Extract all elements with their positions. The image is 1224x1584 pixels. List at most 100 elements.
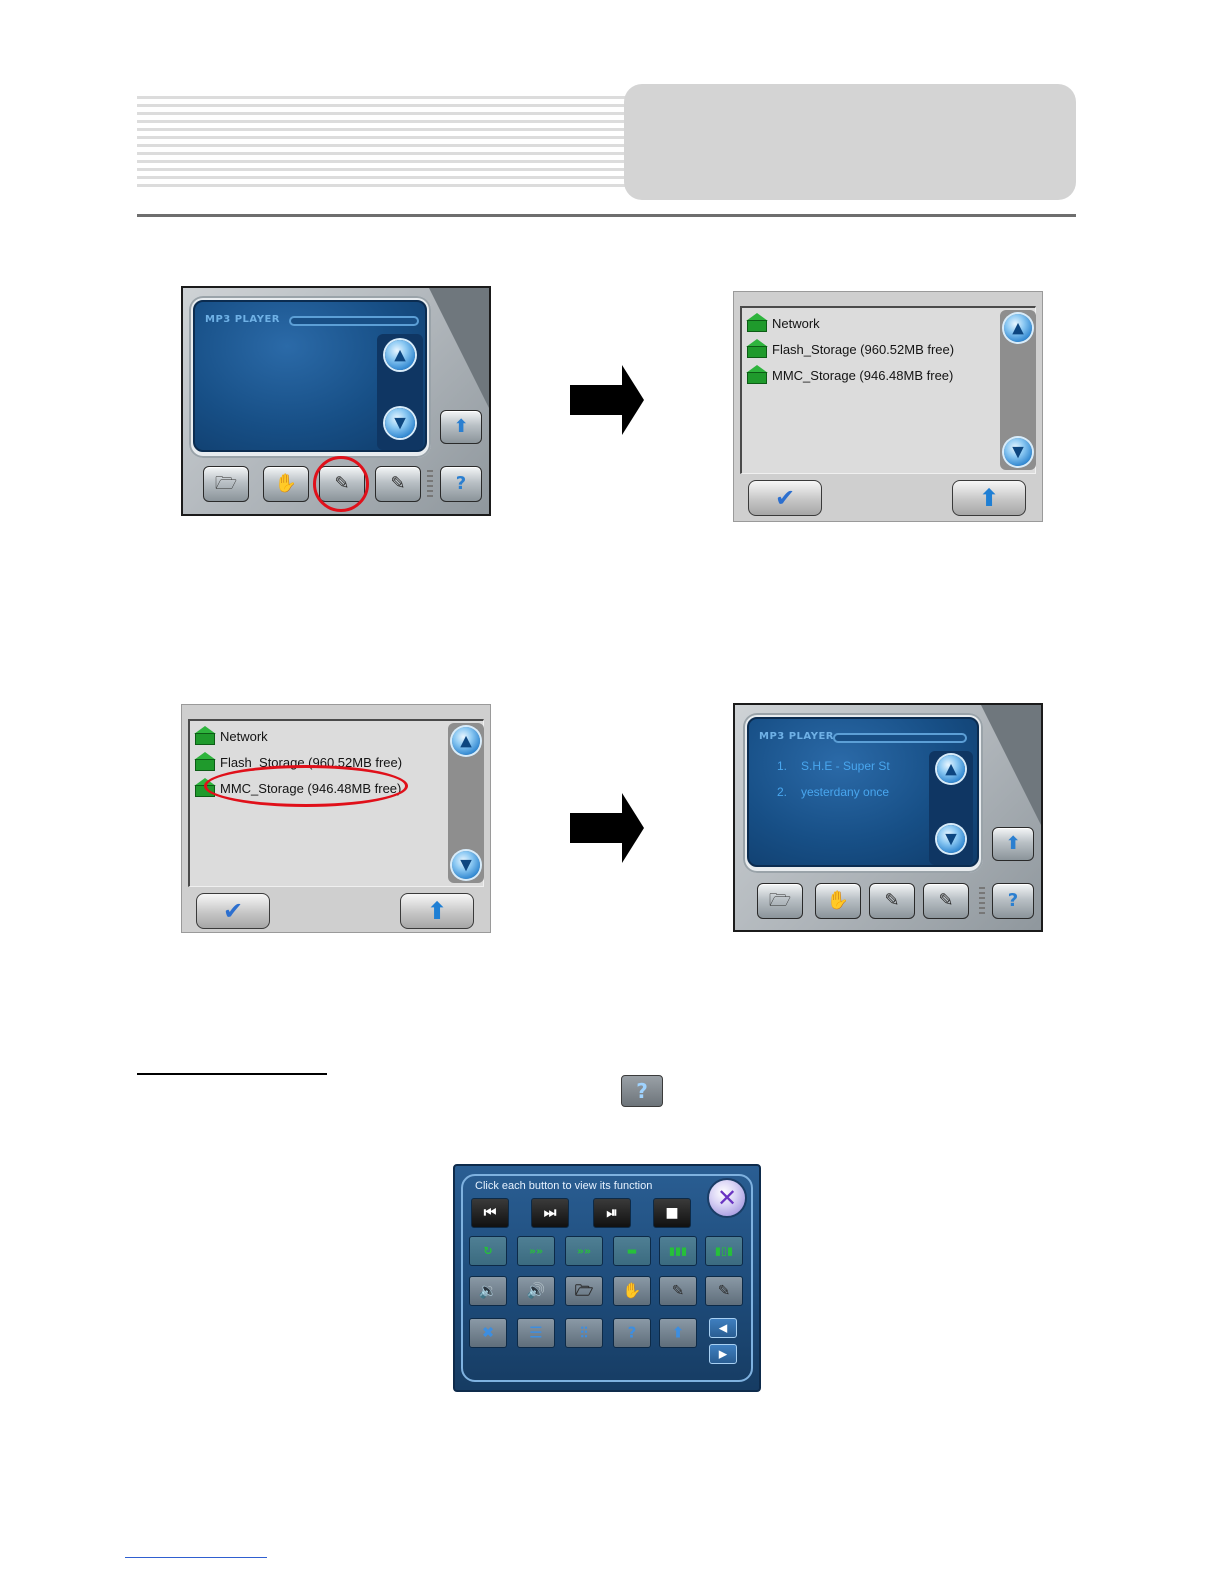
help-button[interactable]: ? bbox=[613, 1318, 651, 1348]
storage-folder-icon bbox=[194, 752, 216, 772]
notes-button-2[interactable]: ✎ bbox=[375, 466, 421, 502]
fast-rewind-button[interactable]: »» bbox=[517, 1236, 555, 1266]
chevron-right-icon: ▶ bbox=[718, 1347, 728, 1361]
help-icon: ? bbox=[455, 473, 467, 494]
list-item[interactable]: Flash_Storage (960.52MB free) bbox=[746, 338, 954, 360]
fast-forward-icon: »» bbox=[576, 1244, 592, 1258]
notes-icon: ✎ bbox=[390, 473, 406, 494]
checkmark-icon: ✔ bbox=[774, 484, 796, 512]
display-mode-icon: ▮▯▮ bbox=[714, 1244, 734, 1258]
up-level-icon: ⬆ bbox=[453, 416, 469, 437]
ok-button[interactable]: ✔ bbox=[748, 480, 822, 516]
hand-button[interactable]: ✋ bbox=[263, 466, 309, 502]
stop-button[interactable]: ■ bbox=[653, 1198, 691, 1228]
header-stripes bbox=[137, 96, 629, 188]
song-title[interactable]: S.H.E - Super St bbox=[801, 759, 890, 773]
scroll-up-button[interactable]: ▲ bbox=[937, 755, 965, 783]
up-level-icon: ⬆ bbox=[426, 897, 448, 925]
up-level-button[interactable]: ⬆ bbox=[952, 480, 1026, 516]
page-next-button[interactable]: ▶ bbox=[709, 1344, 737, 1364]
song-number: 1. bbox=[777, 759, 788, 773]
open-folder-button[interactable]: 🗁 bbox=[203, 466, 249, 502]
ok-button[interactable]: ✔ bbox=[196, 893, 270, 929]
open-folder-icon: 🗁 bbox=[574, 1281, 594, 1300]
hand-icon: ✋ bbox=[274, 473, 298, 494]
playlist-button[interactable]: ☰ bbox=[517, 1318, 555, 1348]
player-title: MP3 PLAYER bbox=[205, 314, 280, 325]
repeat-button[interactable]: ↻ bbox=[469, 1236, 507, 1266]
volume-up-button[interactable]: 🔊 bbox=[517, 1276, 555, 1306]
header-rule bbox=[137, 214, 1076, 217]
storage-dialog-2: Network Flash_Storage (960.52MB free) MM… bbox=[181, 704, 491, 933]
previous-track-icon: ⏮ bbox=[483, 1205, 497, 1221]
notes-button[interactable]: ✎ bbox=[869, 883, 915, 919]
hand-button[interactable]: ✋ bbox=[815, 883, 861, 919]
help-panel: Click each button to view its function ✕… bbox=[453, 1164, 761, 1392]
play-pause-icon: ⏯ bbox=[606, 1205, 618, 1221]
help-caption: Click each button to view its function bbox=[475, 1180, 653, 1192]
hand-icon: ✋ bbox=[622, 1281, 642, 1300]
toolbar-grip bbox=[427, 470, 433, 498]
up-arrow-icon: ▲ bbox=[1012, 318, 1024, 337]
volume-down-button[interactable]: 🔉 bbox=[469, 1276, 507, 1306]
close-button[interactable]: ✕ bbox=[707, 1178, 747, 1218]
list-item[interactable]: Network bbox=[746, 312, 820, 334]
down-arrow-icon: ▼ bbox=[945, 829, 957, 848]
progress-button[interactable]: ▬ bbox=[613, 1236, 651, 1266]
down-arrow-icon: ▼ bbox=[394, 413, 406, 432]
storage-folder-icon bbox=[746, 339, 768, 359]
play-pause-button[interactable]: ⏯ bbox=[593, 1198, 631, 1228]
volume-down-icon: 🔉 bbox=[478, 1281, 498, 1300]
close-icon: ✕ bbox=[716, 1184, 738, 1212]
equalizer-icon: ⫶⫶ bbox=[580, 1323, 588, 1342]
help-icon: ? bbox=[636, 1079, 648, 1103]
hand-button[interactable]: ✋ bbox=[613, 1276, 651, 1306]
shuffle-button[interactable]: ✖ bbox=[469, 1318, 507, 1348]
help-icon: ? bbox=[627, 1323, 637, 1342]
notes-button-2[interactable]: ✎ bbox=[923, 883, 969, 919]
notes-button-2[interactable]: ✎ bbox=[705, 1276, 743, 1306]
scroll-up-button[interactable]: ▲ bbox=[1004, 314, 1032, 342]
page-prev-button[interactable]: ◀ bbox=[709, 1318, 737, 1338]
repeat-icon: ↻ bbox=[483, 1244, 493, 1258]
scroll-up-button[interactable]: ▲ bbox=[452, 727, 480, 755]
equalizer-button[interactable]: ⫶⫶ bbox=[565, 1318, 603, 1348]
network-folder-icon bbox=[746, 313, 768, 333]
checkmark-icon: ✔ bbox=[222, 897, 244, 925]
up-level-button[interactable]: ⬆ bbox=[400, 893, 474, 929]
scroll-down-button[interactable]: ▼ bbox=[452, 851, 480, 879]
up-level-icon: ⬆ bbox=[671, 1323, 685, 1342]
notes-button[interactable]: ✎ bbox=[659, 1276, 697, 1306]
open-folder-button[interactable]: 🗁 bbox=[757, 883, 803, 919]
up-level-button[interactable]: ⬆ bbox=[659, 1318, 697, 1348]
scroll-down-button[interactable]: ▼ bbox=[385, 408, 415, 438]
progress-icon: ▬ bbox=[626, 1244, 638, 1258]
up-level-button[interactable]: ⬆ bbox=[440, 410, 482, 444]
open-folder-button[interactable]: 🗁 bbox=[565, 1276, 603, 1306]
up-arrow-icon: ▲ bbox=[945, 759, 957, 778]
display-mode-button-2[interactable]: ▮▯▮ bbox=[705, 1236, 743, 1266]
mp3-player-screenshot-1: MP3 PLAYER ▲ ▼ ⬆ 🗁 ✋ ✎ ✎ ? bbox=[181, 286, 491, 516]
storage-list: Network Flash_Storage (960.52MB free) MM… bbox=[740, 306, 1036, 474]
scroll-up-button[interactable]: ▲ bbox=[385, 340, 415, 370]
list-item-label: MMC_Storage (946.48MB free) bbox=[772, 367, 954, 383]
storage-dialog-1: Network Flash_Storage (960.52MB free) MM… bbox=[733, 291, 1043, 522]
fast-forward-button[interactable]: »» bbox=[565, 1236, 603, 1266]
scroll-down-button[interactable]: ▼ bbox=[937, 825, 965, 853]
playlist-icon: ☰ bbox=[529, 1323, 543, 1342]
up-level-button[interactable]: ⬆ bbox=[992, 827, 1034, 861]
next-track-button[interactable]: ⏭ bbox=[531, 1198, 569, 1228]
list-item[interactable]: Network bbox=[194, 725, 268, 747]
list-item[interactable]: MMC_Storage (946.48MB free) bbox=[746, 364, 953, 386]
help-button[interactable]: ? bbox=[440, 466, 482, 502]
display-mode-button[interactable]: ▮▮▮ bbox=[659, 1236, 697, 1266]
scroll-down-button[interactable]: ▼ bbox=[1004, 438, 1032, 466]
notes-icon: ✎ bbox=[671, 1281, 685, 1300]
song-title[interactable]: yesterdany once bbox=[801, 785, 890, 799]
help-button-inline[interactable]: ? bbox=[621, 1075, 663, 1107]
footer-link-underline bbox=[125, 1557, 267, 1558]
previous-track-button[interactable]: ⏮ bbox=[471, 1198, 509, 1228]
section-heading-underline bbox=[137, 1073, 327, 1075]
player-screen: MP3 PLAYER 1. S.H.E - Super St 2. yester… bbox=[747, 717, 979, 867]
help-button[interactable]: ? bbox=[992, 883, 1034, 919]
